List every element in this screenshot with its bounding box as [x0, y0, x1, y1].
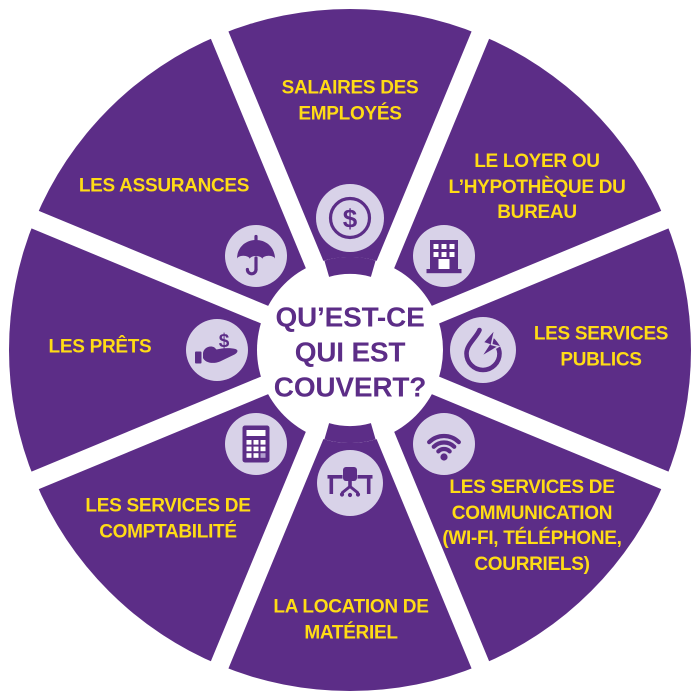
segment-label-line: LE LOYER OU	[474, 150, 600, 172]
center-title-line: QUI EST	[294, 336, 406, 368]
umbrella-canopy	[237, 240, 275, 259]
segment-label-location-materiel: LA LOCATION DE MATÉRIEL	[273, 595, 428, 646]
center-title-line: COUVERT?	[273, 371, 427, 403]
office-building-icon	[413, 225, 475, 287]
segment-label-loyer: LE LOYER OU L’HYPOTHÈQUE DU BUREAU	[448, 149, 625, 226]
building-windows	[433, 244, 455, 269]
desk	[327, 475, 373, 494]
wifi-icon	[413, 413, 475, 475]
icon-badge	[450, 317, 516, 383]
segment-label-line: LES ASSURANCES	[78, 175, 250, 197]
water-drop	[464, 327, 502, 373]
icon-badge	[225, 225, 287, 287]
bottom-wedge-inner-arc	[324, 423, 376, 443]
building-base	[426, 269, 462, 274]
wifi-arcs	[427, 433, 461, 454]
umbrella-pole	[245, 234, 258, 276]
icon-badge	[316, 184, 384, 252]
center-circle	[257, 257, 443, 443]
center-title: QU’EST-CE QUI EST COUVERT?	[273, 300, 427, 405]
segment-label-line: SALAIRES DES	[281, 77, 419, 99]
calculator-keys	[246, 440, 266, 458]
lightning-bolt	[480, 328, 501, 358]
segment-label-prets: LES PRÊTS	[49, 334, 152, 360]
umbrella-icon	[225, 225, 287, 287]
segment-label-services-publics: LES SERVICES PUBLICS	[533, 322, 669, 373]
hand-dollar-glyph: $	[219, 331, 230, 352]
segment-label-line: COMPTABILITÉ	[99, 521, 237, 542]
calculator-icon	[225, 413, 287, 475]
segment-label-line: LES SERVICES	[533, 323, 669, 345]
water-drop-lightning-icon	[450, 317, 516, 383]
segment-label-line: BUREAU	[497, 201, 577, 223]
building-door	[438, 259, 450, 269]
segment-label-line: LES SERVICES DE	[85, 495, 251, 517]
segment-label-assurances: LES ASSURANCES	[78, 173, 250, 199]
coin-ring	[328, 196, 372, 240]
calculator-display	[246, 430, 266, 436]
office-chair	[339, 467, 361, 498]
segment-label-salaires: SALAIRES DES EMPLOYÉS	[282, 76, 419, 127]
segment-label-line: COURRIELS)	[474, 553, 590, 575]
segment-label-line: COMMUNICATION	[451, 502, 613, 524]
desk-chair-icon	[317, 450, 383, 516]
dollar-coin-icon: $	[316, 184, 384, 252]
segment-label-line: L’HYPOTHÈQUE DU	[448, 176, 626, 198]
segment-label-comptabilite: LES SERVICES DE COMPTABILITÉ	[85, 494, 250, 545]
wifi-dot	[440, 453, 448, 461]
segment-label-line: LES PRÊTS	[48, 336, 152, 358]
segment-label-line: PUBLICS	[560, 349, 642, 370]
segment-label-line: LA LOCATION DE	[273, 596, 429, 618]
segment-label-line: LES SERVICES DE	[449, 477, 615, 498]
segment-label-line: EMPLOYÉS	[298, 103, 402, 124]
hand-dollar-icon: $	[186, 319, 248, 381]
hand-cuff	[195, 351, 202, 364]
coin-dollar-glyph: $	[343, 204, 358, 234]
hand-palm	[203, 346, 238, 363]
center-title-line: QU’EST-CE	[275, 301, 425, 333]
segment-label-line: (WI-FI, TÉLÉPHONE,	[442, 528, 622, 549]
segment-label-line: MATÉRIEL	[304, 622, 398, 643]
top-wedge-inner-arc	[324, 257, 376, 277]
segment-label-communication: LES SERVICES DE COMMUNICATION (WI-FI, TÉ…	[442, 475, 622, 577]
